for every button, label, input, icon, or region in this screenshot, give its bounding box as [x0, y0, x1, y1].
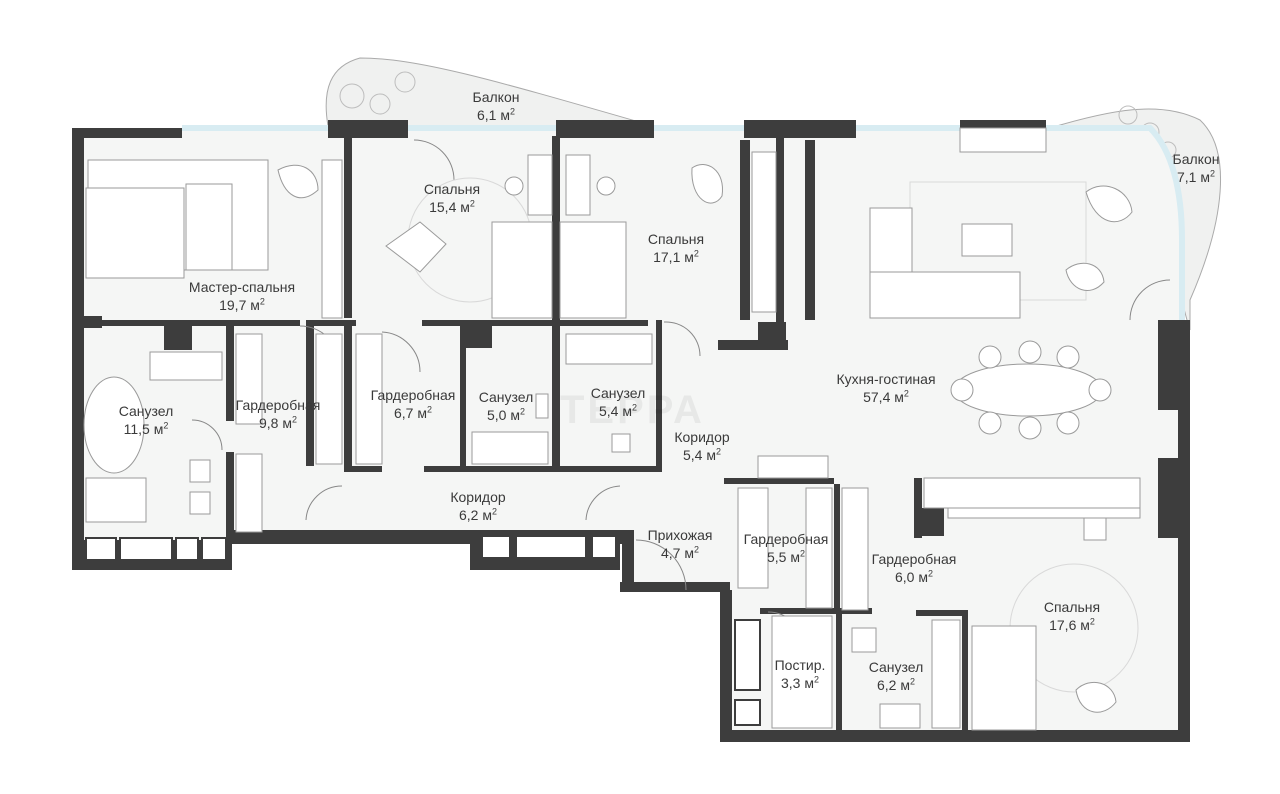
facade-windows — [85, 535, 761, 726]
door-swings — [191, 139, 1171, 649]
furniture-wardrobes — [235, 151, 869, 611]
furniture-master-bath — [83, 351, 223, 523]
furniture-bathrooms — [471, 333, 961, 729]
balcony-left-shape — [325, 57, 661, 129]
furniture-bedrooms — [385, 154, 723, 319]
watermark-text: ТЕРРА — [560, 388, 705, 432]
window-glazing — [182, 125, 1185, 740]
balcony-planters — [339, 71, 1177, 159]
furniture-living-room — [757, 127, 1141, 519]
furniture-master-bedroom — [85, 159, 319, 279]
inner-walls — [84, 136, 968, 730]
furniture-bedroom-3 — [771, 517, 1139, 731]
room-label-laundry: Постир.3,3 м2 — [774, 657, 826, 691]
